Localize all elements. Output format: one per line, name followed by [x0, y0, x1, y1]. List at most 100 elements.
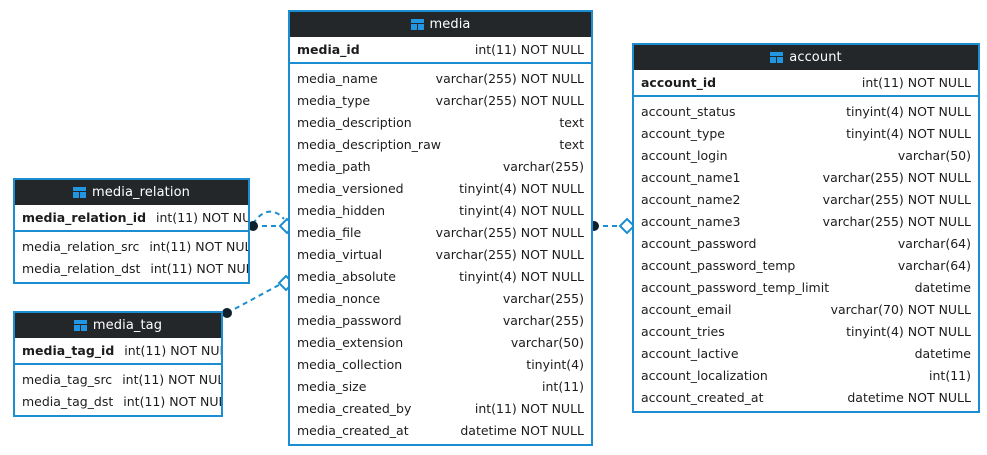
- field-name: media_tag_src: [22, 371, 113, 387]
- field-type: varchar(255) NOT NULL: [822, 169, 971, 185]
- field-type: text: [559, 114, 584, 130]
- field-type: int(11): [542, 378, 584, 394]
- field-type: tinyint(4) NOT NULL: [459, 202, 584, 218]
- entity-title: media: [429, 17, 471, 32]
- field-name: media_absolute: [297, 268, 396, 284]
- field-type: varchar(255) NOT NULL: [435, 92, 584, 108]
- entity-header-media_tag[interactable]: media_tag: [15, 313, 221, 338]
- field-type: varchar(255) NOT NULL: [435, 246, 584, 262]
- field-row[interactable]: media_tag_src int(11) NOT NULL: [15, 368, 221, 390]
- field-row[interactable]: media_description text: [290, 111, 591, 133]
- field-type: int(11) NOT NULL: [474, 400, 584, 416]
- table-icon: [73, 320, 87, 331]
- field-type: varchar(64): [897, 235, 971, 251]
- field-name: media_hidden: [297, 202, 386, 218]
- field-name: account_lactive: [641, 345, 739, 361]
- field-name: media_description: [297, 114, 412, 130]
- entity-header-media_relation[interactable]: media_relation: [15, 180, 248, 205]
- primary-key-row[interactable]: media_id int(11) NOT NULL: [290, 37, 591, 64]
- field-name: account_tries: [641, 323, 725, 339]
- field-name: account_password_temp_limit: [641, 279, 830, 295]
- field-type: varchar(255) NOT NULL: [822, 213, 971, 229]
- field-name: account_email: [641, 301, 732, 317]
- field-type: varchar(255) NOT NULL: [435, 70, 584, 86]
- field-row[interactable]: account_name1 varchar(255) NOT NULL: [634, 166, 978, 188]
- entity-header-media[interactable]: media: [290, 12, 591, 37]
- field-type: int(11) NOT NULL: [123, 393, 223, 409]
- entity-title: media_relation: [92, 185, 190, 200]
- field-type: tinyint(4) NOT NULL: [846, 125, 971, 141]
- field-row[interactable]: media_hidden tinyint(4) NOT NULL: [290, 199, 591, 221]
- field-type: varchar(255): [502, 290, 584, 306]
- field-type: datetime NOT NULL: [847, 389, 971, 405]
- relationship-media_relation-media-curved[interactable]: [252, 210, 285, 225]
- field-name: media_path: [297, 158, 371, 174]
- primary-key-row[interactable]: media_tag_id int(11) NOT NULL: [15, 338, 221, 365]
- field-name: media_name: [297, 70, 378, 86]
- primary-key-row[interactable]: media_relation_id int(11) NOT NULL: [15, 205, 248, 232]
- entity-header-account[interactable]: account: [634, 45, 978, 70]
- field-type: int(11) NOT NULL: [122, 371, 223, 387]
- entity-media[interactable]: media media_id int(11) NOT NULL media_na…: [288, 10, 593, 446]
- primary-key-row[interactable]: account_id int(11) NOT NULL: [634, 70, 978, 97]
- field-type: int(11) NOT NULL: [150, 260, 250, 276]
- field-row[interactable]: media_tag_dst int(11) NOT NULL: [15, 390, 221, 412]
- field-list: account_status tinyint(4) NOT NULL accoun…: [634, 97, 978, 411]
- field-name: media_versioned: [297, 180, 404, 196]
- field-type: varchar(64): [897, 257, 971, 273]
- relationship-endpoint-filled-circle: [222, 308, 232, 318]
- field-type: varchar(255): [502, 312, 584, 328]
- entity-account[interactable]: account account_id int(11) NOT NULL acco…: [632, 43, 980, 413]
- field-type: tinyint(4) NOT NULL: [846, 103, 971, 119]
- field-type: int(11): [929, 367, 971, 383]
- field-name: media_tag_dst: [22, 393, 114, 409]
- field-row[interactable]: account_name3 varchar(255) NOT NULL: [634, 210, 978, 232]
- field-name: media_relation_src: [22, 238, 140, 254]
- field-row[interactable]: account_status tinyint(4) NOT NULL: [634, 100, 978, 122]
- entity-media_relation[interactable]: media_relation media_relation_id int(11)…: [13, 178, 250, 284]
- field-row[interactable]: media_type varchar(255) NOT NULL: [290, 89, 591, 111]
- field-row[interactable]: media_versioned tinyint(4) NOT NULL: [290, 177, 591, 199]
- field-name: account_login: [641, 147, 728, 163]
- field-name: account_name1: [641, 169, 741, 185]
- field-name: account_status: [641, 103, 736, 119]
- field-name: media_relation_id: [22, 210, 147, 225]
- field-type: int(11) NOT NULL: [124, 343, 223, 358]
- field-name: media_type: [297, 92, 371, 108]
- relationship-media-account[interactable]: [589, 217, 636, 235]
- entity-media_tag[interactable]: media_tag media_tag_id int(11) NOT NULL …: [13, 311, 223, 417]
- field-name: account_name3: [641, 213, 741, 229]
- field-row[interactable]: media_name varchar(255) NOT NULL: [290, 67, 591, 89]
- field-name: media_id: [297, 42, 360, 57]
- field-name: account_name2: [641, 191, 741, 207]
- field-list: media_tag_src int(11) NOT NULL media_tag_…: [15, 365, 221, 415]
- field-type: tinyint(4) NOT NULL: [459, 180, 584, 196]
